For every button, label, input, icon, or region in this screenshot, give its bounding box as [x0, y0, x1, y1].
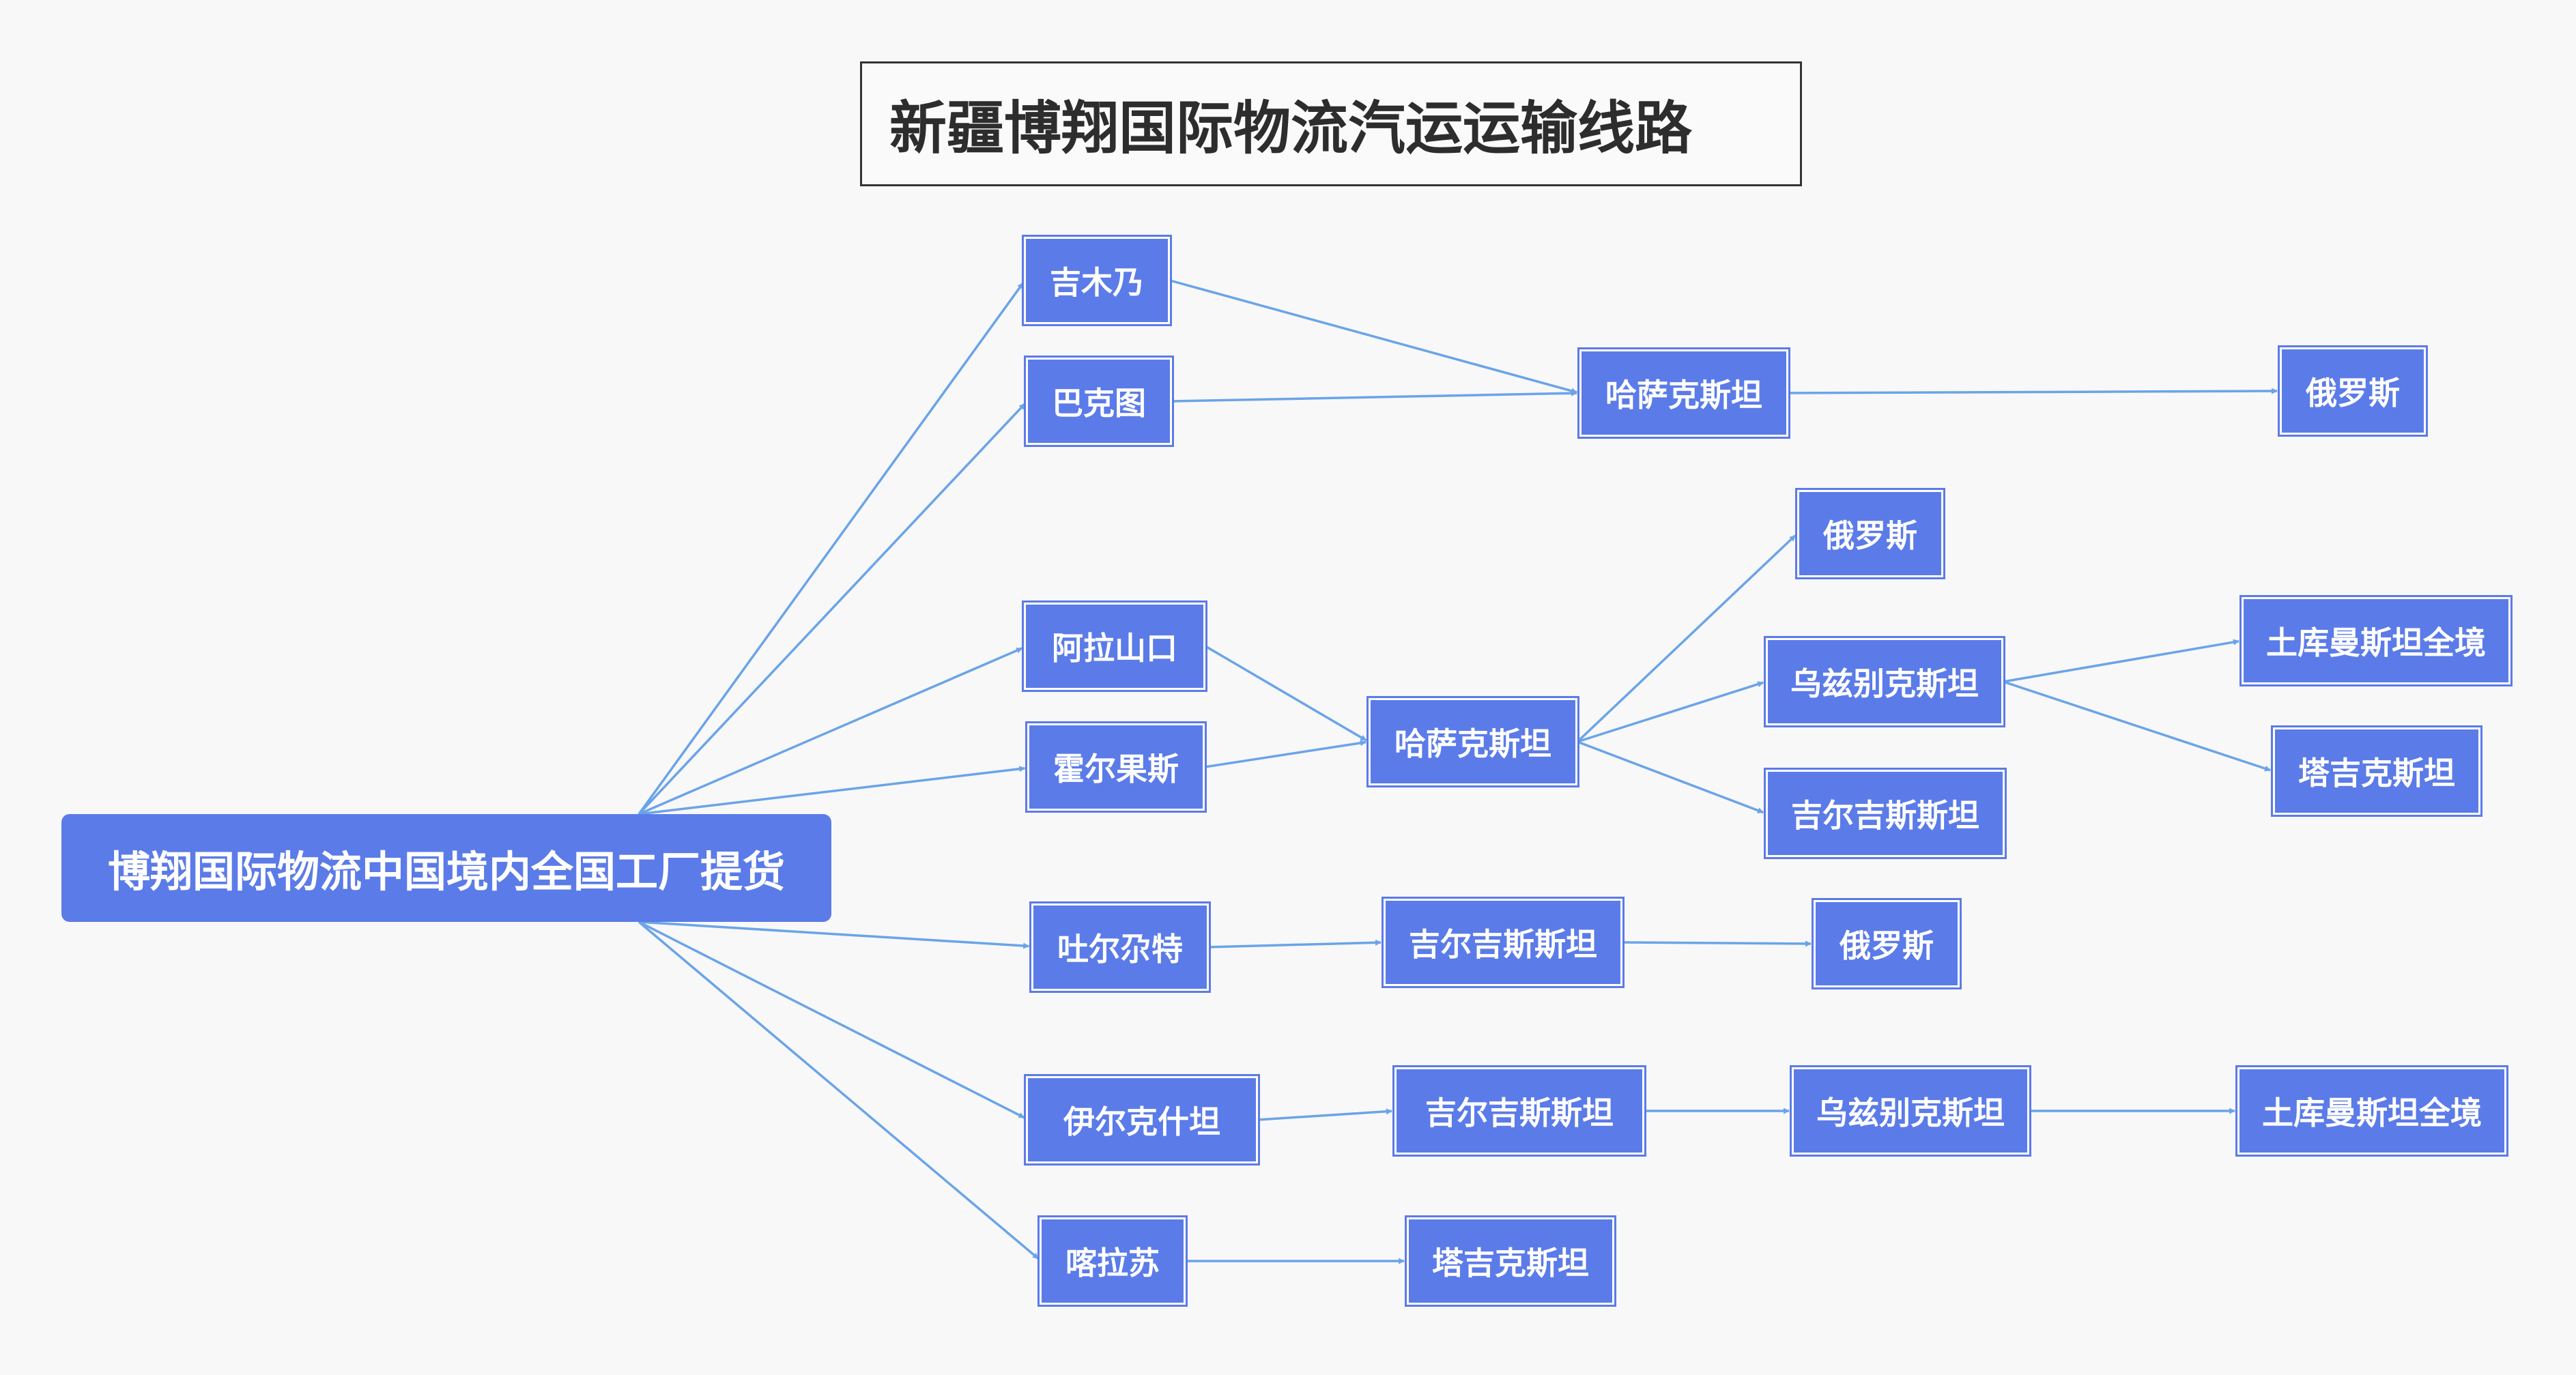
node-kyrgyzstan-irkeshtam: 吉尔吉斯斯坦	[1392, 1065, 1646, 1157]
root-node: 博翔国际物流中国境内全国工厂提货	[61, 814, 831, 922]
connector-n9-n10	[1204, 740, 1366, 768]
connector-n1-n3	[1169, 279, 1578, 394]
node-tajikistan-mid: 塔吉克斯坦	[2271, 725, 2482, 817]
node-turgart: 吐尔尕特	[1029, 901, 1211, 993]
connector-n7-n11	[2003, 680, 2272, 772]
connector-n7-n8	[2003, 639, 2239, 683]
node-kyrgyzstan-mid: 吉尔吉斯斯坦	[1764, 768, 2007, 859]
connector-n6-n10	[1205, 645, 1367, 742]
node-baketu: 巴克图	[1024, 356, 1174, 447]
connector-root-n20	[638, 921, 1040, 1260]
node-turkmenistan-bottom: 土库曼斯坦全境	[2235, 1065, 2508, 1157]
node-alashankou: 阿拉山口	[1022, 600, 1207, 692]
connector-n13-n14	[1208, 939, 1382, 949]
node-kazakhstan-mid: 哈萨克斯坦	[1366, 696, 1579, 787]
connector-n14-n15	[1622, 940, 1812, 947]
diagram-title: 新疆博翔国际物流汽运运输线路	[860, 61, 1802, 186]
node-russia-mid: 俄罗斯	[1795, 488, 1945, 579]
node-kyrgyzstan-turgart: 吉尔吉斯斯坦	[1382, 897, 1625, 988]
connector-n16-n17	[1257, 1108, 1392, 1121]
node-karasu: 喀拉苏	[1037, 1215, 1188, 1307]
connector-root-n9	[638, 766, 1026, 815]
connector-root-n1	[638, 282, 1025, 815]
connector-n2-n3	[1171, 390, 1577, 403]
node-kazakhstan-top: 哈萨克斯坦	[1577, 347, 1790, 439]
connector-root-n16	[638, 921, 1025, 1119]
node-russia-bottom: 俄罗斯	[1812, 898, 1962, 989]
node-khorgos: 霍尔果斯	[1025, 721, 1207, 813]
node-turkmenistan-mid: 土库曼斯坦全境	[2239, 595, 2513, 686]
node-uzbekistan-bottom: 乌兹别克斯坦	[1790, 1065, 2031, 1157]
connector-n10-n5	[1576, 534, 1797, 743]
connector-root-n6	[638, 647, 1023, 815]
node-uzbekistan-mid: 乌兹别克斯坦	[1764, 636, 2005, 727]
connector-root-n13	[638, 921, 1030, 949]
connector-n10-n12	[1577, 740, 1764, 814]
node-jimunai: 吉木乃	[1022, 235, 1172, 326]
connector-root-n2	[638, 403, 1026, 815]
connector-n10-n7	[1577, 681, 1764, 743]
connector-n3-n4	[1788, 388, 2278, 394]
node-irkeshtam: 伊尔克什坦	[1024, 1074, 1260, 1166]
node-tajikistan-bottom: 塔吉克斯坦	[1405, 1215, 1616, 1307]
node-russia-top: 俄罗斯	[2278, 345, 2428, 437]
